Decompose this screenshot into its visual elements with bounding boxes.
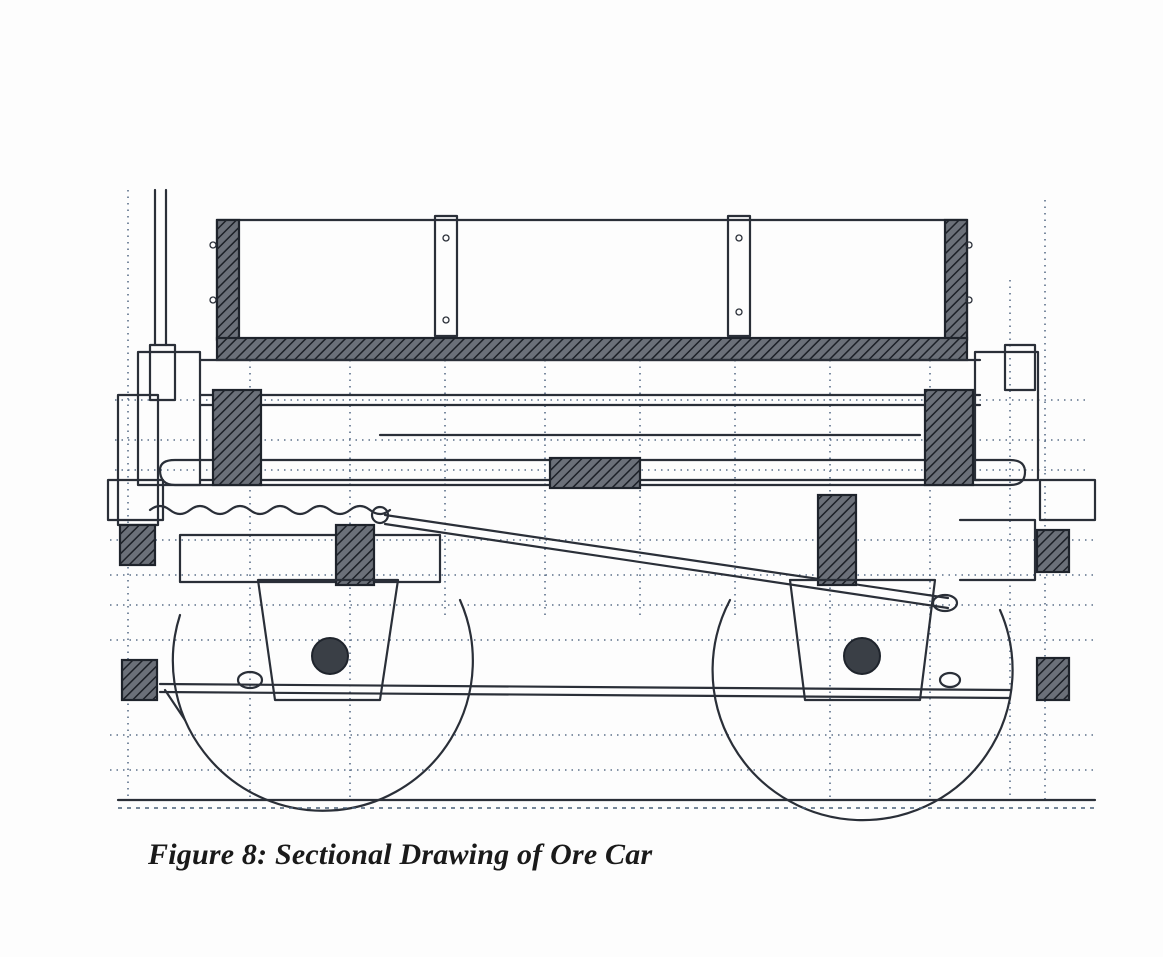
axle-left <box>311 637 349 675</box>
axle-right <box>843 637 881 675</box>
bolster-right <box>816 493 858 587</box>
left-stanchion <box>148 188 177 402</box>
box-end-left <box>215 218 241 342</box>
brake-chain <box>148 504 392 516</box>
end-block-left-lower <box>120 658 159 702</box>
end-sills <box>106 393 1097 702</box>
box-floor <box>215 336 969 362</box>
end-block-left-upper <box>118 523 157 567</box>
pedestals <box>178 493 1037 702</box>
wheels <box>171 598 1014 822</box>
center-bearing <box>548 456 642 490</box>
sill-block-left <box>211 388 263 487</box>
axle-box-left <box>256 578 400 702</box>
ore-box <box>209 214 973 362</box>
sill-block-right <box>923 388 975 487</box>
box-strap-right <box>726 214 752 338</box>
box-strap-left <box>433 214 459 338</box>
lower-brake-rod <box>158 670 1012 722</box>
box-end-right <box>943 218 969 342</box>
end-block-right-upper <box>1035 528 1071 574</box>
bolster-left <box>334 523 376 587</box>
axle-box-right <box>788 578 937 702</box>
figure-caption: Figure 8: Sectional Drawing of Ore Car <box>148 838 653 871</box>
rail <box>116 798 1097 809</box>
end-block-right-lower <box>1035 656 1071 702</box>
wheel-left <box>171 598 474 812</box>
car-frame <box>136 343 1040 490</box>
wheel-right <box>711 598 1014 822</box>
